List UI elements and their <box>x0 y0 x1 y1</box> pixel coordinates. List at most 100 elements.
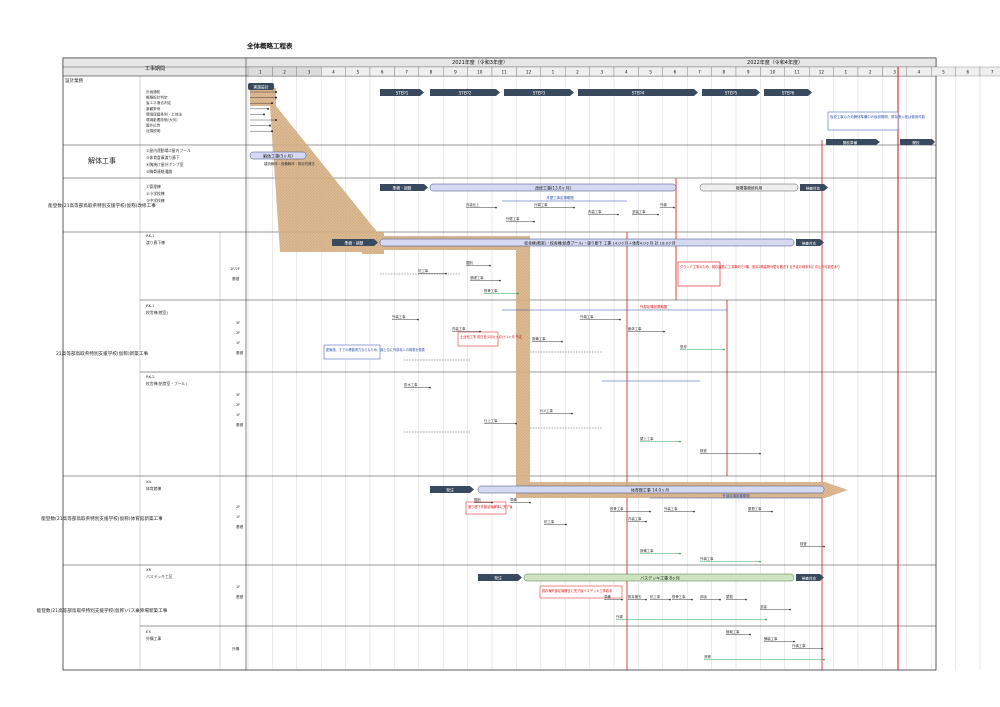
row-label: 省エネ適合判定 <box>146 100 172 105</box>
svg-text:解体工事: 解体工事 <box>88 156 116 165</box>
svg-text:建設解体・設備解体・既存杭撤去: 建設解体・設備解体・既存杭撤去 <box>264 161 315 166</box>
step-bar <box>578 89 698 96</box>
task-label: 清掃 <box>704 654 711 659</box>
section-design: 設計業務 計画通知概略設計判定省エネ適合判定景観条例環境保護条例・土地法環境影響… <box>65 77 935 145</box>
task-label: 仕上工事 <box>484 418 498 423</box>
month-label: 6 <box>966 70 969 75</box>
step-bar <box>430 89 500 96</box>
task-label: 屋根工事 <box>748 506 762 511</box>
task-label: 鉄骨工事 <box>610 506 624 511</box>
row-label: 屋外広告 <box>146 123 161 128</box>
task-label: 床版 <box>700 594 707 599</box>
open-bar <box>900 139 935 145</box>
svg-text:現場事務所利用: 現場事務所利用 <box>736 186 763 191</box>
task-label: 既存撤去 <box>628 594 642 599</box>
task-label: 掘削 <box>466 260 473 265</box>
section-demolition: 解体工事 ①屋内運動場②屋内プール③体育倉庫渡り廊下④胸焼け屋外ポンプ室⑤胸骨連… <box>88 148 315 174</box>
task-label: 植栽工事 <box>726 629 740 634</box>
month-label: 11 <box>502 70 508 75</box>
step-label: STEP2 <box>459 91 472 96</box>
row-label: 1F <box>236 341 240 345</box>
month-label: 1 <box>844 70 847 75</box>
month-label: 12 <box>819 70 825 75</box>
row-label: 景観条例 <box>146 106 161 111</box>
row-label: 3F <box>236 393 240 397</box>
month-label: 2 <box>869 70 872 75</box>
svg-text:解体工事(5ヶ月): 解体工事(5ヶ月) <box>263 153 293 159</box>
svg-text:開校準備: 開校準備 <box>843 140 858 145</box>
task-label: 鉄骨工事 <box>672 594 686 599</box>
task-label: 内装仕上 <box>466 202 480 207</box>
month-label: 9 <box>454 70 457 75</box>
svg-text:1F/2F: 1F/2F <box>230 267 240 271</box>
section-bus: 能登数(21高等部鳥取県特別支援学校(仮称)バス乗降場新築工事 XR バスデッキ… <box>37 567 824 621</box>
svg-text:改修工事(13.0ヶ月): 改修工事(13.0ヶ月) <box>535 185 571 191</box>
row-label: ①屋内運動場②屋内プール <box>146 148 191 153</box>
svg-text:RK-1: RK-1 <box>146 303 155 308</box>
month-label: 4 <box>332 70 335 75</box>
svg-text:仮設工事のため解体準備中の仮設照明、既存消火栓は使用可能: 仮設工事のため解体準備中の仮設照明、既存消火栓は使用可能 <box>830 114 926 119</box>
task-label: 外構工事 <box>792 643 806 648</box>
month-label: 2 <box>283 70 286 75</box>
svg-text:外部足場設置期間: 外部足場設置期間 <box>640 304 668 309</box>
task-label: 設備工事 <box>532 336 546 341</box>
task-label: 外装工事 <box>392 314 406 319</box>
month-label: 3 <box>308 70 311 75</box>
step-label: STEP5 <box>725 91 738 96</box>
task-label: 躯体工事 <box>628 326 642 331</box>
row-label: ④胸焼け屋外ポンプ室 <box>146 162 184 167</box>
month-label: 10 <box>477 70 483 75</box>
month-label: 1 <box>259 70 262 75</box>
month-label: 2 <box>576 70 579 75</box>
task-label: 外構 <box>616 614 623 619</box>
step-label: STEP3 <box>533 91 546 96</box>
section-new-build: 21高等部鳥取県特別支援学校(仮称)新築工事 RK-1 渡り廊下棟 1F/2F … <box>56 233 840 455</box>
month-label: 5 <box>942 70 945 75</box>
row-label: 環境保護条例・土地法 <box>146 111 182 116</box>
svg-text:外構: 外構 <box>232 646 240 651</box>
svg-text:グランド工事のため、既存建物に工事車両で3階、既存2階建物外: グランド工事のため、既存建物に工事車両で3階、既存2階建物外壁を撤去する予定の時… <box>680 264 840 269</box>
prep-bar <box>826 139 880 145</box>
row-label: 2F <box>236 505 240 509</box>
task-label: ELV工事 <box>540 408 553 413</box>
chart-title: 全体概略工程表 <box>246 41 293 50</box>
row-label: 概略設計判定 <box>146 95 168 100</box>
month-cell <box>979 66 1000 77</box>
row-label: 3F <box>236 321 240 325</box>
task-label: 掘削 <box>474 497 481 502</box>
task-label: 準備 <box>510 497 517 502</box>
period-label: 工事期間 <box>145 65 165 72</box>
month-label: 9 <box>747 70 750 75</box>
svg-text:バスデッキ工事 8ヶ月: バスデッキ工事 8ヶ月 <box>640 575 680 581</box>
task-label: 舗装工事 <box>764 636 778 641</box>
month-label: 8 <box>722 70 725 75</box>
svg-text:実施設計: 実施設計 <box>253 85 268 90</box>
step-label: STEP1 <box>396 91 409 96</box>
month-label: 4 <box>625 70 628 75</box>
svg-text:能登数(21高等部鳥取県特別支援学校(仮称)体育館新築工事: 能登数(21高等部鳥取県特別支援学校(仮称)体育館新築工事 <box>41 515 163 522</box>
svg-text:発注: 発注 <box>446 488 454 493</box>
svg-text:21高等部鳥取県特別支援学校(仮称)新築工事: 21高等部鳥取県特別支援学校(仮称)新築工事 <box>56 350 149 357</box>
row-label: 2F <box>236 331 240 335</box>
row-label: 基礎 <box>236 350 244 355</box>
month-label: 6 <box>674 70 677 75</box>
task-label: 検査 <box>700 448 707 453</box>
svg-text:バスデッキ工区: バスデッキ工区 <box>146 574 173 579</box>
month-label: 7 <box>405 70 408 75</box>
row-label: 計画通知 <box>146 89 161 94</box>
month-label: 4 <box>918 70 921 75</box>
svg-text:渡り廊下外部足場解体に完了後: 渡り廊下外部足場解体に完了後 <box>468 504 513 509</box>
step-label: STEP4 <box>632 91 645 96</box>
svg-text:発注: 発注 <box>494 576 502 581</box>
month-label: 3 <box>893 70 896 75</box>
month-label: 5 <box>356 70 359 75</box>
svg-text:外構工事: 外構工事 <box>146 636 161 641</box>
svg-text:XA: XA <box>146 479 152 484</box>
design-bar <box>248 83 274 90</box>
month-label: 11 <box>794 70 800 75</box>
svg-text:設計業務: 設計業務 <box>65 77 83 84</box>
task-label: 塗装 <box>760 604 767 609</box>
fy2022-label: 2022年度（令和4年度） <box>747 59 803 66</box>
